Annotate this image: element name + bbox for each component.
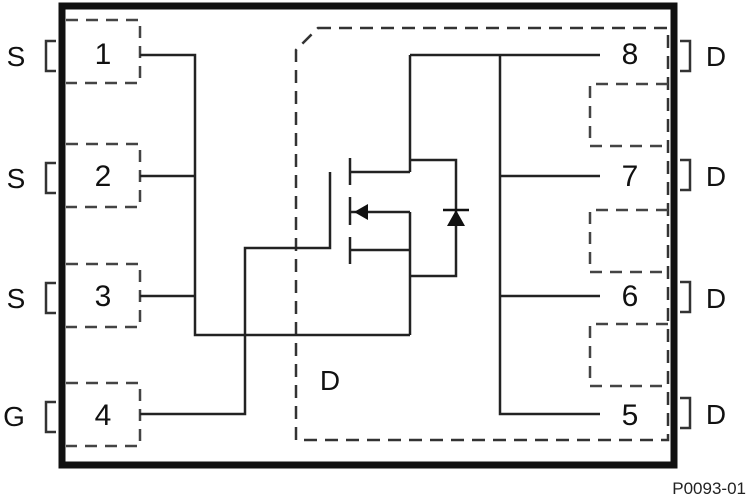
body-diode [447,210,465,226]
package-outline [58,2,678,469]
pin-number-5: 5 [622,399,639,432]
pin-function-4: G [3,401,25,432]
drain-wiring [408,53,600,416]
figure-code: P0093-01 [672,479,746,498]
pin-function-2: S [7,163,26,194]
pin-function-3: S [7,283,26,314]
pin-function-6: D [706,283,726,314]
pin-function-8: D [706,41,726,72]
pin-number-2: 2 [95,160,112,193]
pin-number-4: 4 [95,399,112,432]
source-wiring [140,53,412,337]
drain-pad-outline [294,26,670,442]
pin-number-7: 7 [622,160,639,193]
left-pad-outlines [66,18,142,448]
pin-number-8: 8 [622,38,639,71]
pin-number-3: 3 [95,280,112,313]
pin-function-1: S [7,41,26,72]
right-pad-outlines [588,82,668,388]
pad-1-outline [66,18,142,85]
pin-number-1: 1 [95,38,112,71]
pin-tabs [44,39,692,434]
pin-function-5: D [706,399,726,430]
mosfet-body-arrow [354,204,368,220]
pin-function-7: D [706,161,726,192]
pin-number-6: 6 [622,280,639,313]
gate-wiring [140,172,332,416]
drain-pad-label: D [320,365,340,396]
